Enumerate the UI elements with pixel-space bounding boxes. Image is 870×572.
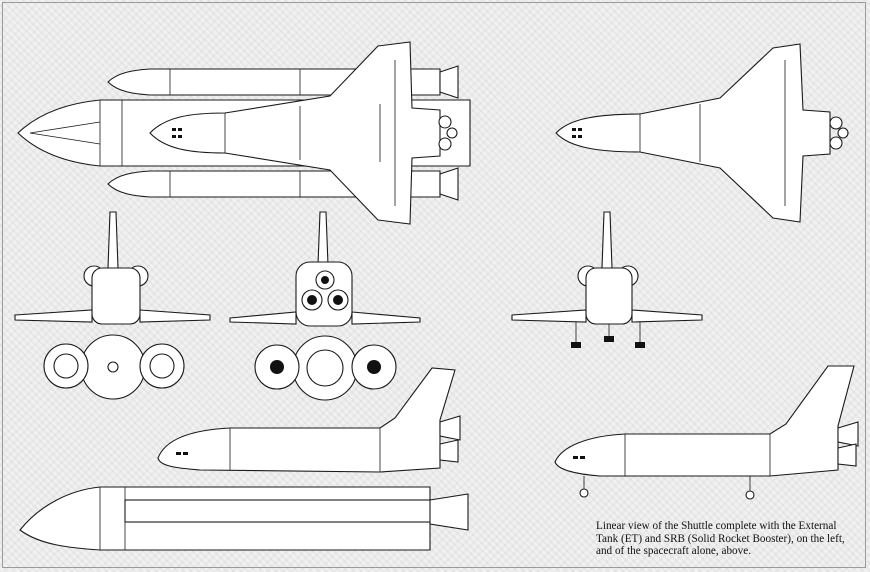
caption-line-1: Linear view of the Shuttle complete with… bbox=[596, 520, 837, 532]
orbiter-top-view bbox=[555, 43, 849, 223]
orbiter-front-view bbox=[511, 211, 703, 348]
orbiter-side-view bbox=[554, 365, 859, 500]
caption: Linear view of the Shuttle complete with… bbox=[596, 520, 868, 558]
stack-top-view bbox=[17, 41, 471, 225]
stack-front-view bbox=[14, 211, 211, 400]
stack-side-view bbox=[19, 367, 469, 551]
caption-line-2: Tank (ET) and SRB (Solid Rocket Booster)… bbox=[596, 532, 845, 545]
stack-rear-view bbox=[229, 211, 421, 401]
caption-line-3: and of the spacecraft alone, above. bbox=[596, 545, 751, 558]
